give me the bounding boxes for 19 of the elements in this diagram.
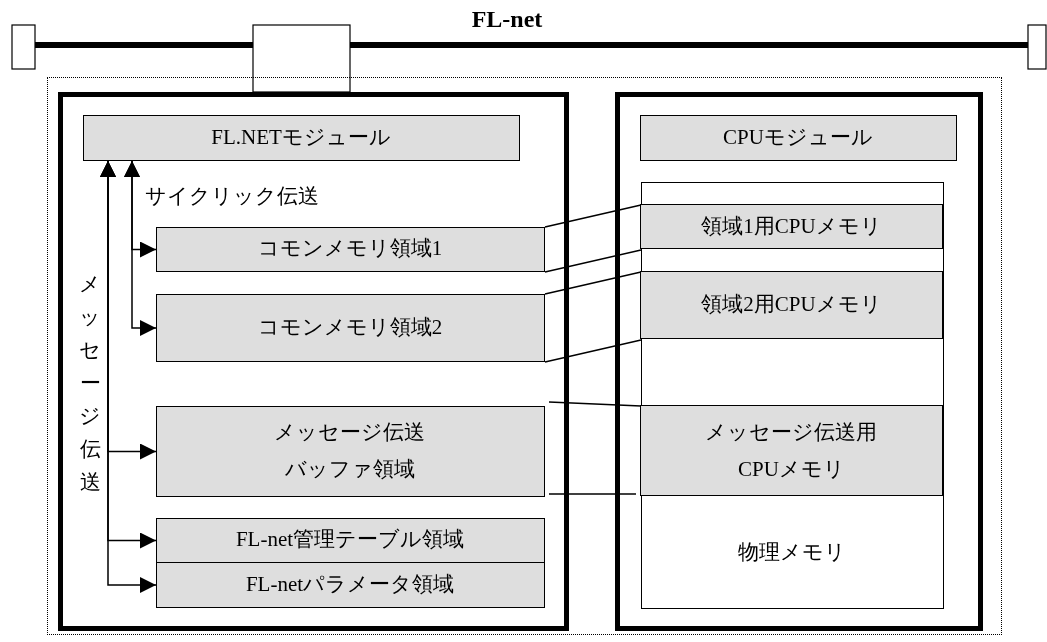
module-frame <box>57 91 569 631</box>
memory-area-box: メッセージ伝送バッファ領域 <box>155 405 545 497</box>
module-frame <box>614 91 983 631</box>
memory-area-box: メッセージ伝送用CPUメモリ <box>640 405 943 496</box>
memory-area-box: CPUモジュール <box>639 114 957 161</box>
memory-area-box: 領域2用CPUメモリ <box>640 271 943 339</box>
memory-area-box: FL-net管理テーブル領域 <box>155 517 545 563</box>
memory-area-box: FL-netパラメータ領域 <box>155 561 545 608</box>
memory-area-box: コモンメモリ領域1 <box>155 226 545 272</box>
memory-area-box: コモンメモリ領域2 <box>155 293 545 362</box>
station-frame <box>47 77 1002 635</box>
arrow <box>124 160 157 336</box>
memory-area-box: 領域1用CPUメモリ <box>640 204 943 249</box>
mapping-line <box>544 271 642 363</box>
mapping-line <box>548 401 642 407</box>
memory-area-box: FL.NETモジュール <box>82 114 520 161</box>
mapping-line <box>544 204 642 273</box>
memory-label: 物理メモリ <box>737 538 847 566</box>
memory-column <box>640 181 944 609</box>
